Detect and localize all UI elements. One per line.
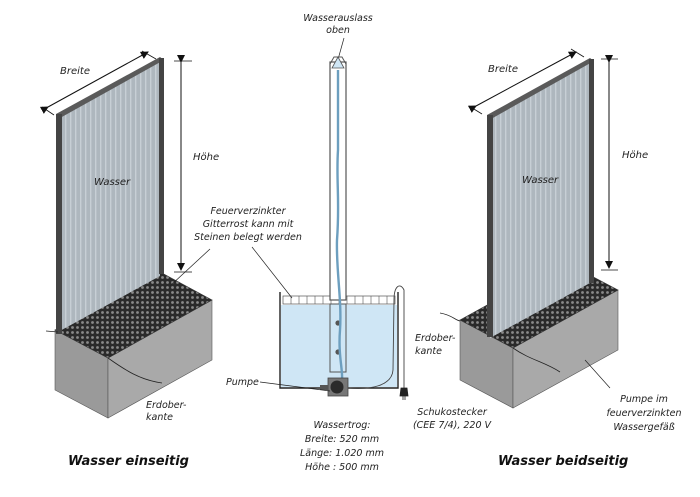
trough-label-1: Wassertrog: [313,420,370,431]
left-panel-label: Wasser [94,177,131,188]
right-panel-frame-left [487,115,493,337]
plug-label-2: (CEE 7/4), 220 V [413,420,493,431]
pump-rotor [330,380,344,394]
left-width-tick [141,50,157,60]
right-width-tick [468,105,483,115]
outlet-label-1: Wasserauslass [303,13,373,24]
right-pump-label-2: feuerverzinkten [606,408,681,419]
right-pump-leader [584,359,611,389]
trough-label-4: Höhe : 500 mm [305,462,379,473]
right-caption: Wasser beidseitig [498,454,628,469]
grate-leader [169,248,211,287]
pump-leader [259,381,331,392]
right-height-label: Höhe [622,150,648,161]
left-width-tick [41,106,55,116]
plug-label-1: Schukostecker [417,407,488,418]
right-width-dimension [467,51,577,113]
right-ground-line [439,312,561,373]
right-width-tick [570,48,585,58]
trough-label-3: Länge: 1.020 mm [300,448,384,459]
left-panel-frame-right [159,58,164,274]
left-ground-label-1: Erdober- [146,400,187,411]
grate-leader [251,246,293,299]
plug-icon [399,387,409,400]
right-panel-label: Wasser [522,175,559,186]
pump-label: Pumpe [226,377,259,388]
column-lower [329,303,347,373]
pump-inlet [320,385,328,390]
center-ground-label-2: kante [415,346,442,357]
left-panel-frame-left [56,114,62,334]
grate-label-1: Feuerverzinkter [210,206,286,217]
right-pump-label-3: Wassergefäß [613,422,674,433]
right-pump-label-1: Pumpe im [620,394,668,405]
left-ground-line [45,330,163,384]
left-width-label: Breite [60,66,90,77]
right-width-label: Breite [488,64,518,75]
left-panel [58,60,160,332]
right-panel-frame-right [589,59,594,283]
column-cap [329,56,347,65]
center-cross-section: Wasserauslass oben Feuerverzinkter Gitte… [169,13,493,473]
left-ground-label-2: kante [146,412,173,423]
center-ground-label-1: Erdober- [415,333,456,344]
left-caption: Wasser einseitig [68,454,189,469]
trough-label-2: Breite: 520 mm [305,434,379,445]
outlet-nozzle [331,56,345,69]
riser-pipe [335,70,344,381]
grate-label-3: Steinen belegt werden [194,232,302,243]
outlet-label-2: oben [326,25,350,36]
left-fountain: Breite Höhe Wasser Erdober- kante Wasser… [39,50,219,469]
power-cable [347,285,405,389]
right-panel [490,61,590,338]
right-fountain: Breite Höhe Wasser Pumpe im feuerverzink… [439,48,682,469]
grate-label-2: Gitterrost kann mit [203,219,295,230]
left-width-dimension [39,51,149,114]
left-height-label: Höhe [193,152,219,163]
